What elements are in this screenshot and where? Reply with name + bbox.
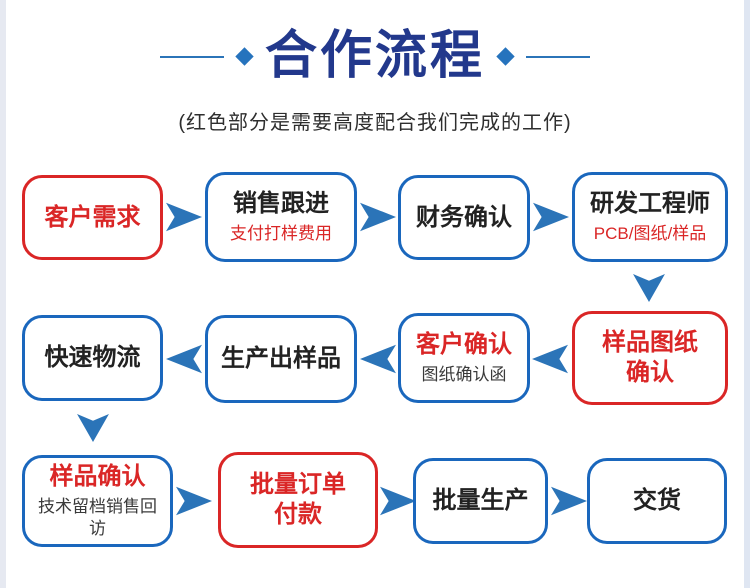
step-title: 客户确认 bbox=[416, 330, 512, 358]
step-fast-logistics: 快速物流 bbox=[22, 315, 163, 401]
step-sales-follow-up: 销售跟进 支付打样费用 bbox=[205, 172, 357, 262]
step-title: 生产出样品 bbox=[221, 345, 341, 372]
step-produce-sample: 生产出样品 bbox=[205, 315, 357, 403]
step-subtext: PCB/图纸/样品 bbox=[593, 223, 707, 243]
page-subtitle: (红色部分是需要高度配合我们完成的工作) bbox=[178, 112, 572, 134]
step-title: 研发工程师 bbox=[590, 189, 710, 217]
step-title: 批量生产 bbox=[432, 487, 529, 514]
step-bulk-order-payment: 批量订单 付款 bbox=[218, 452, 378, 548]
title-decor-diamond-right bbox=[496, 47, 515, 66]
step-finance-confirm: 财务确认 bbox=[398, 175, 530, 260]
title-decor-diamond-left bbox=[235, 47, 254, 66]
step-title: 财务确认 bbox=[416, 203, 512, 231]
step-customer-confirm: 客户确认 图纸确认函 bbox=[398, 313, 530, 403]
step-title: 样品确认 bbox=[49, 462, 146, 490]
step-title: 交货 bbox=[633, 487, 681, 514]
arrow-left-icon bbox=[166, 344, 202, 374]
step-subtext: 图纸确认函 bbox=[421, 364, 507, 384]
step-subtext: 支付打样费用 bbox=[230, 223, 332, 243]
step-rd-engineer: 研发工程师 PCB/图纸/样品 bbox=[572, 172, 728, 262]
step-bulk-production: 批量生产 bbox=[413, 458, 548, 544]
header: 合作流程 bbox=[0, 27, 750, 85]
page-title: 合作流程 bbox=[264, 27, 485, 85]
arrow-right-icon bbox=[166, 202, 202, 232]
arrow-left-icon bbox=[360, 344, 396, 374]
step-title: 客户需求 bbox=[44, 203, 141, 231]
step-title: 快速物流 bbox=[44, 344, 141, 371]
step-title: 样品图纸 确认 bbox=[602, 329, 698, 386]
arrow-right-icon bbox=[551, 486, 587, 516]
step-sample-drawing-confirm: 样品图纸 确认 bbox=[572, 311, 728, 405]
step-sample-confirm: 样品确认 技术留档销售回访 bbox=[22, 455, 173, 547]
arrow-right-icon bbox=[533, 202, 569, 232]
arrow-right-icon bbox=[176, 486, 212, 516]
page-edge-right bbox=[744, 0, 750, 588]
step-title: 销售跟进 bbox=[233, 189, 329, 217]
step-title: 批量订单 付款 bbox=[250, 471, 346, 528]
arrow-down-icon bbox=[77, 414, 109, 442]
arrow-right-icon bbox=[360, 202, 396, 232]
step-delivery: 交货 bbox=[587, 458, 727, 544]
arrow-right-icon bbox=[380, 486, 416, 516]
title-decor-line-right bbox=[526, 55, 590, 58]
arrow-left-icon bbox=[532, 344, 568, 374]
arrow-down-icon bbox=[633, 274, 665, 302]
page-edge-left bbox=[0, 0, 6, 588]
step-subtext: 技术留档销售回访 bbox=[38, 496, 157, 538]
title-decor-line-left bbox=[159, 55, 224, 58]
step-customer-demand: 客户需求 bbox=[22, 175, 163, 260]
